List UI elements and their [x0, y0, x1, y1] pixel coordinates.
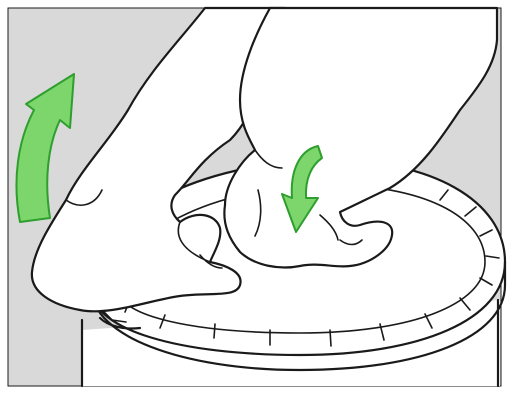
instruction-diagram: [0, 0, 507, 394]
illustration: [0, 0, 507, 394]
